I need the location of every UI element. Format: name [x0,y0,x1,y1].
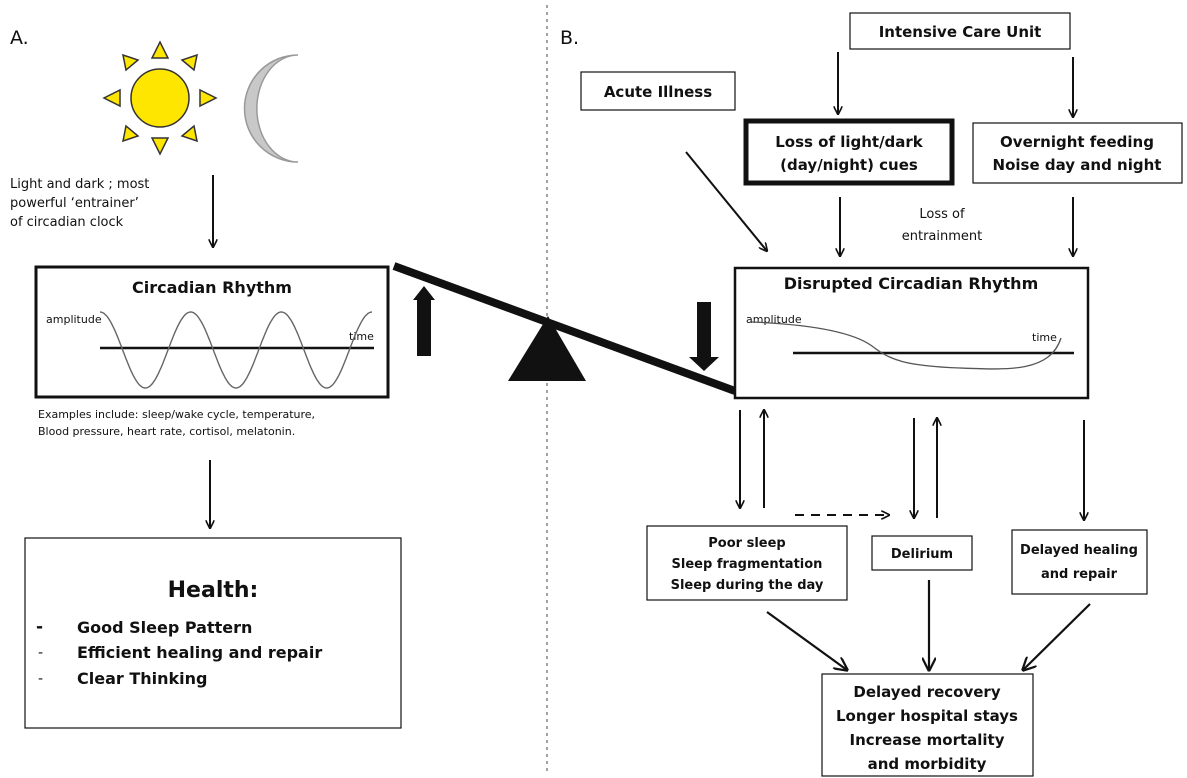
amplitude-label: amplitude [46,313,102,326]
svg-text:Sleep fragmentation: Sleep fragmentation [672,557,823,572]
arrow-healing-to-outcome [1023,603,1091,670]
arrow-acute-to-disrupted [685,151,767,251]
disrupted-rhythm-title: Disrupted Circadian Rhythm [784,274,1039,293]
svg-text:Longer hospital stays: Longer hospital stays [836,707,1018,725]
svg-text:Overnight feeding: Overnight feeding [1000,133,1154,151]
time-label: time [1032,331,1057,344]
acute-illness-box: Acute Illness [580,71,736,111]
svg-text:Loss of light/dark: Loss of light/dark [775,133,924,151]
delayed-healing-box: Delayed healing and repair [1011,529,1148,595]
arrow-sleep-to-outcome [766,611,847,670]
health-item: Clear Thinking [77,669,207,688]
health-item: Efficient healing and repair [77,643,322,662]
svg-text:Delirium: Delirium [891,547,953,562]
health-bullet: - [38,671,43,687]
svg-text:Examples include: sleep/wake c: Examples include: sleep/wake cycle, temp… [38,408,315,421]
svg-text:of circadian clock: of circadian clock [10,215,124,230]
feeding-noise-box: Overnight feeding Noise day and night [972,122,1183,184]
svg-text:Sleep during the day: Sleep during the day [671,578,824,593]
health-item: Good Sleep Pattern [77,618,252,637]
health-title: Health: [168,578,259,603]
svg-text:entrainment: entrainment [902,229,983,244]
svg-text:Noise day and night: Noise day and night [993,156,1162,174]
circadian-rhythm-box: Circadian Rhythm amplitude time [34,265,390,399]
health-box: Health: - Good Sleep Pattern - Efficient… [24,537,402,729]
svg-text:Delayed recovery: Delayed recovery [853,683,1000,701]
examples-text: Examples include: sleep/wake cycle, temp… [38,408,315,438]
health-bullet: - [38,645,43,661]
outcome-box: Delayed recovery Longer hospital stays I… [821,673,1034,777]
fulcrum-triangle [508,316,586,381]
icu-box: Intensive Care Unit [849,12,1071,50]
svg-text:Intensive Care Unit: Intensive Care Unit [879,23,1042,41]
down-arrow-icon [689,302,719,371]
circadian-rhythm-title: Circadian Rhythm [132,278,292,297]
poor-sleep-box: Poor sleep Sleep fragmentation Sleep dur… [646,525,848,601]
svg-text:Acute Illness: Acute Illness [604,83,712,101]
svg-text:Delayed healing: Delayed healing [1020,543,1138,558]
disrupted-rhythm-box: Disrupted Circadian Rhythm amplitude tim… [733,266,1090,400]
up-arrow-icon [413,286,435,356]
seesaw-beam [392,262,737,395]
sine-wave [99,311,373,389]
svg-text:Blood pressure, heart rate, co: Blood pressure, heart rate, cortisol, me… [38,425,295,438]
moon-icon [243,54,299,163]
svg-text:and morbidity: and morbidity [868,755,987,773]
svg-text:(day/night) cues: (day/night) cues [780,156,918,174]
light-caption: Light and dark ; most powerful ‘entraine… [10,177,149,230]
health-bullet: - [36,617,43,637]
delirium-box: Delirium [871,535,973,571]
svg-text:Light and dark ; most: Light and dark ; most [10,177,149,192]
panel-b-label: B. [560,27,579,49]
amplitude-label: amplitude [746,313,802,326]
loss-entrainment-label: Loss of entrainment [902,207,983,244]
sun-icon [102,40,218,156]
flattened-wave [751,321,1062,370]
svg-text:Poor sleep: Poor sleep [708,536,785,551]
loss-cues-box: Loss of light/dark (day/night) cues [743,118,955,186]
svg-text:and repair: and repair [1041,567,1118,582]
svg-text:Loss of: Loss of [919,207,965,222]
panel-a-label: A. [10,27,29,49]
svg-text:powerful ‘entrainer’: powerful ‘entrainer’ [10,196,139,211]
svg-text:Increase mortality: Increase mortality [849,731,1004,749]
